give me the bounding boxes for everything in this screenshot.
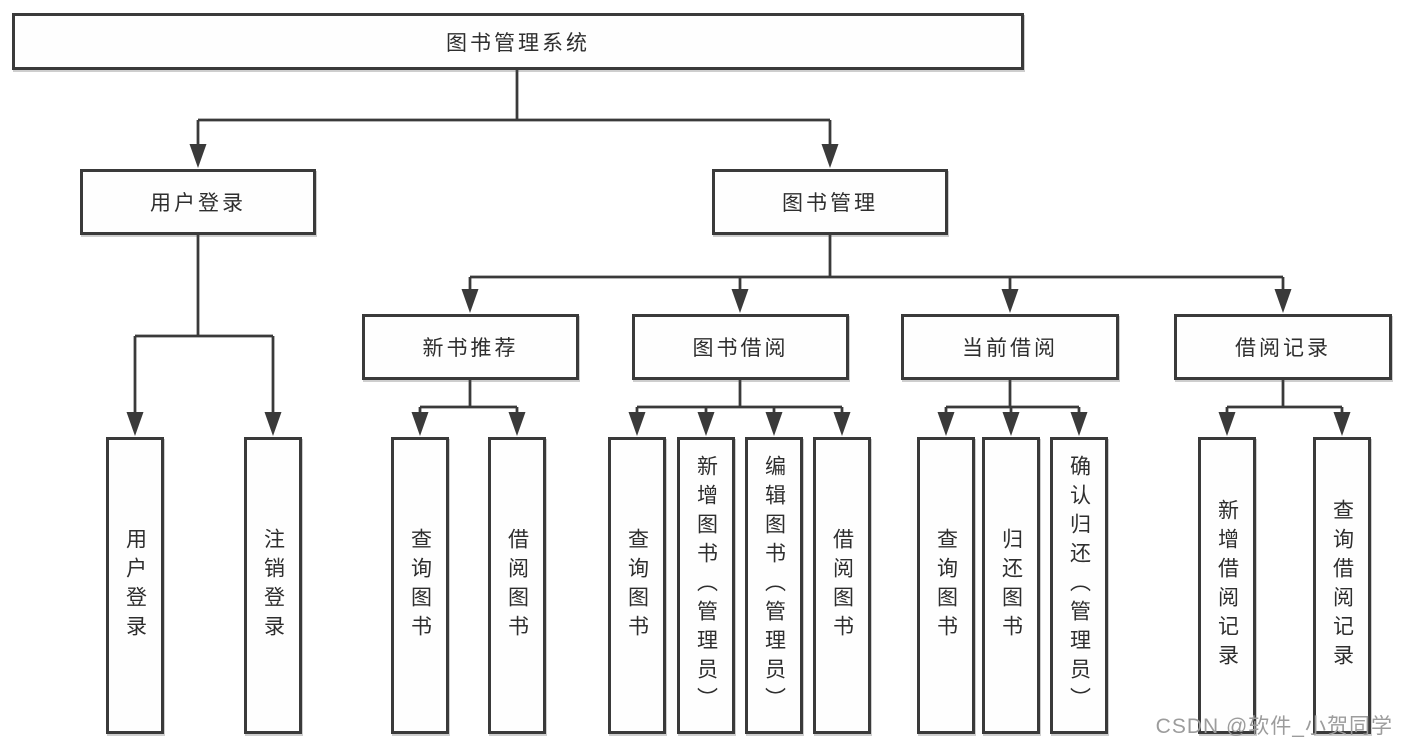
node-leaf-edit-books-admin: 编辑图书（管理员） — [745, 437, 803, 734]
node-label: 图书管理 — [782, 192, 878, 215]
node-leaf-logout: 注销登录 — [244, 437, 302, 734]
node-label: 查询图书 — [625, 527, 649, 644]
node-label: 图书管理系统 — [446, 31, 590, 55]
csdn-watermark: CSDN @软件_小贺同学 — [1155, 715, 1393, 738]
node-leaf-query-books-borrow: 查询图书 — [608, 437, 666, 734]
node-label: 用户登录 — [123, 527, 147, 644]
node-leaf-add-borrow-record: 新增借阅记录 — [1198, 437, 1256, 734]
node-label: 新增图书（管理员） — [694, 455, 718, 716]
node-leaf-borrow-books: 借阅图书 — [813, 437, 871, 734]
node-book-borrowing: 图书借阅 — [632, 314, 849, 380]
node-user-login: 用户登录 — [80, 169, 316, 235]
node-label: 查询图书 — [408, 527, 432, 644]
node-label: 注销登录 — [261, 527, 285, 644]
node-label: 新书推荐 — [422, 337, 519, 360]
node-new-book-recommendation: 新书推荐 — [362, 314, 579, 380]
node-label: 确认归还（管理员） — [1067, 455, 1091, 716]
node-leaf-user-login: 用户登录 — [106, 437, 164, 734]
arrowheads — [126, 144, 1351, 436]
node-label: 归还图书 — [999, 527, 1023, 644]
node-label: 借阅记录 — [1235, 337, 1331, 360]
node-label: 用户登录 — [150, 192, 246, 215]
node-borrowing-records: 借阅记录 — [1174, 314, 1392, 380]
node-book-management: 图书管理 — [712, 169, 948, 235]
node-label: 图书借阅 — [692, 337, 789, 360]
node-label: 编辑图书（管理员） — [762, 455, 786, 716]
node-label: 查询借阅记录 — [1330, 498, 1354, 673]
node-leaf-query-books-recommend: 查询图书 — [391, 437, 449, 734]
node-leaf-confirm-return-admin: 确认归还（管理员） — [1050, 437, 1108, 734]
node-label: 查询图书 — [934, 527, 958, 644]
node-leaf-query-books-current: 查询图书 — [917, 437, 975, 734]
node-leaf-query-borrow-record: 查询借阅记录 — [1313, 437, 1371, 734]
node-label: 借阅图书 — [505, 527, 529, 644]
node-leaf-borrow-books-recommend: 借阅图书 — [488, 437, 546, 734]
node-label: 新增借阅记录 — [1215, 498, 1239, 673]
node-label: 借阅图书 — [830, 527, 854, 644]
node-leaf-add-books-admin: 新增图书（管理员） — [677, 437, 735, 734]
node-leaf-return-books: 归还图书 — [982, 437, 1040, 734]
node-book-management-system: 图书管理系统 — [12, 13, 1024, 70]
node-current-borrowing: 当前借阅 — [901, 314, 1119, 380]
node-label: 当前借阅 — [962, 337, 1058, 360]
